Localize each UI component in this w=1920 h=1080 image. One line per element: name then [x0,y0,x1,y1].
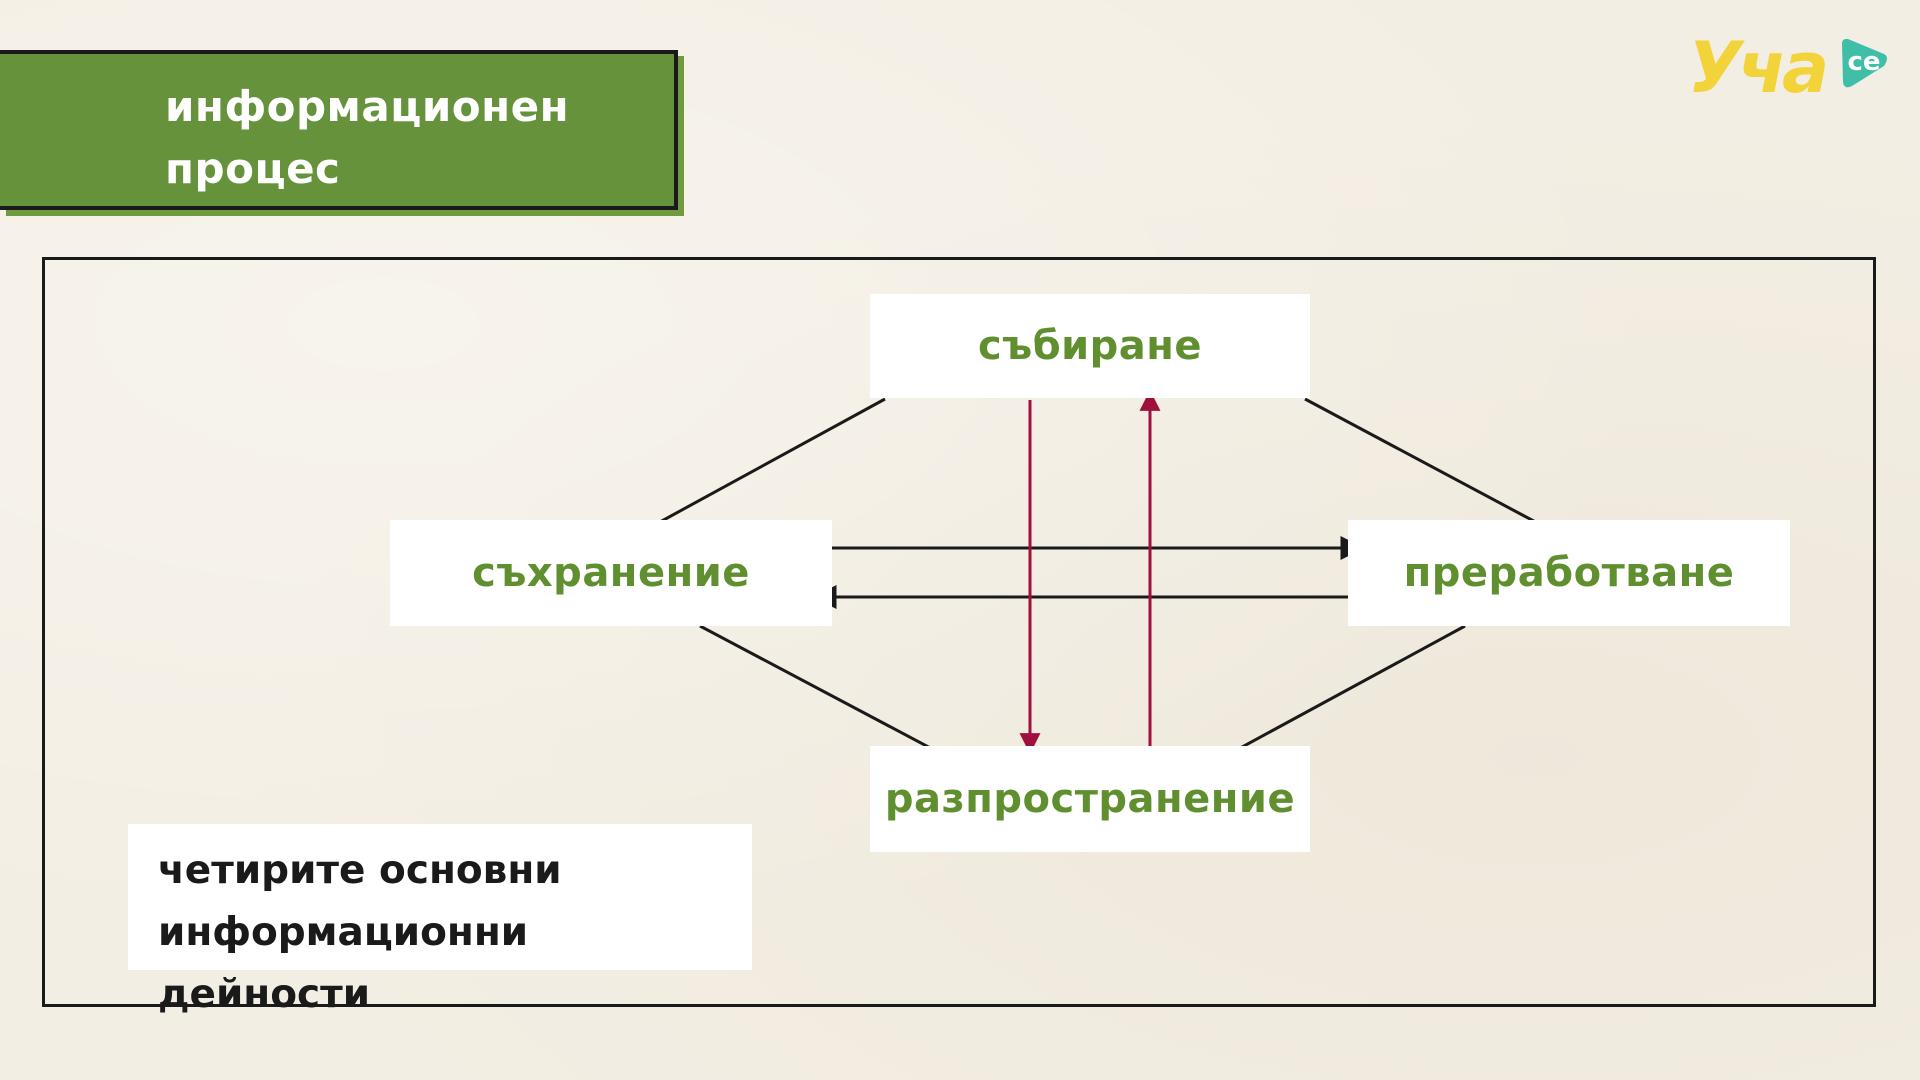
caption-box: четирите основни информационни дейности [128,824,752,1017]
arrow-left-to-bottom [699,624,973,771]
title-banner: информационен процес [0,50,678,210]
node-collecting: събиране [870,294,1310,398]
diagram-frame [42,257,1876,1007]
page-title: информационен процес [165,76,645,200]
node-distributing: разпространение [870,746,1310,852]
caption: четирите основни информационни дейности [158,840,738,1026]
node-processing: преработване [1348,520,1790,626]
node-storing: съхранение [390,520,832,626]
logo-badge-text: се [1847,47,1881,77]
logo-badge-icon [1842,38,1887,88]
logo: Уча се [1688,28,1898,108]
title-line-2: процес [165,144,341,193]
title-line-1: информационен [165,82,570,131]
caption-line-1: четирите основни [158,848,562,893]
caption-line-2: информационни дейности [158,910,529,1017]
logo-text: Уча [1688,27,1829,109]
